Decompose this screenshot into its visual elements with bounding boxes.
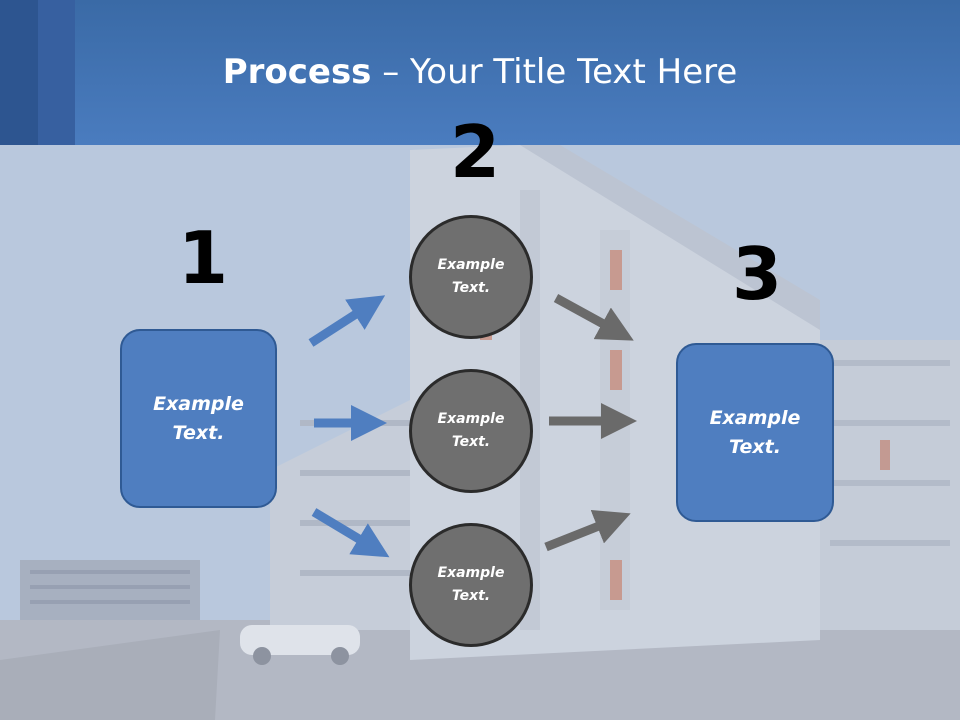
title-bold: Process [222, 52, 372, 92]
step-1-box[interactable]: Example Text. [120, 329, 277, 508]
circle-text-line1: Example [437, 411, 505, 427]
step-2-circle-bottom[interactable]: Example Text. [409, 523, 533, 647]
step-1-text-line2: Text. [172, 421, 225, 444]
circle-text-line2: Text. [451, 588, 491, 604]
step-number-2: 2 [450, 110, 501, 194]
step-2-circle-top[interactable]: Example Text. [409, 215, 533, 339]
step-1-text-line1: Example [153, 392, 244, 415]
step-number-1: 1 [178, 216, 229, 300]
step-2-circle-middle[interactable]: Example Text. [409, 369, 533, 493]
step-number-3: 3 [732, 232, 783, 316]
step-3-box[interactable]: Example Text. [676, 343, 834, 522]
arrow-up-right [308, 295, 386, 347]
circle-text-line1: Example [437, 565, 505, 581]
arrow-up-right-gray [544, 509, 631, 552]
arrow-down-right-gray [553, 294, 634, 341]
step-3-text-line2: Text. [729, 435, 781, 458]
circle-text-line1: Example [437, 257, 505, 273]
arrow-down-right [311, 508, 390, 558]
title-bar: Process – Your Title Text Here [0, 0, 960, 145]
step-3-text-line1: Example [709, 406, 801, 429]
circle-text-line2: Text. [451, 280, 491, 296]
slide-title[interactable]: Process – Your Title Text Here [0, 52, 960, 92]
circle-text-line2: Text. [451, 434, 491, 450]
title-rest: – Your Title Text Here [371, 52, 738, 92]
header-accent-stripe [0, 0, 38, 145]
header-accent-stripe [38, 0, 75, 145]
